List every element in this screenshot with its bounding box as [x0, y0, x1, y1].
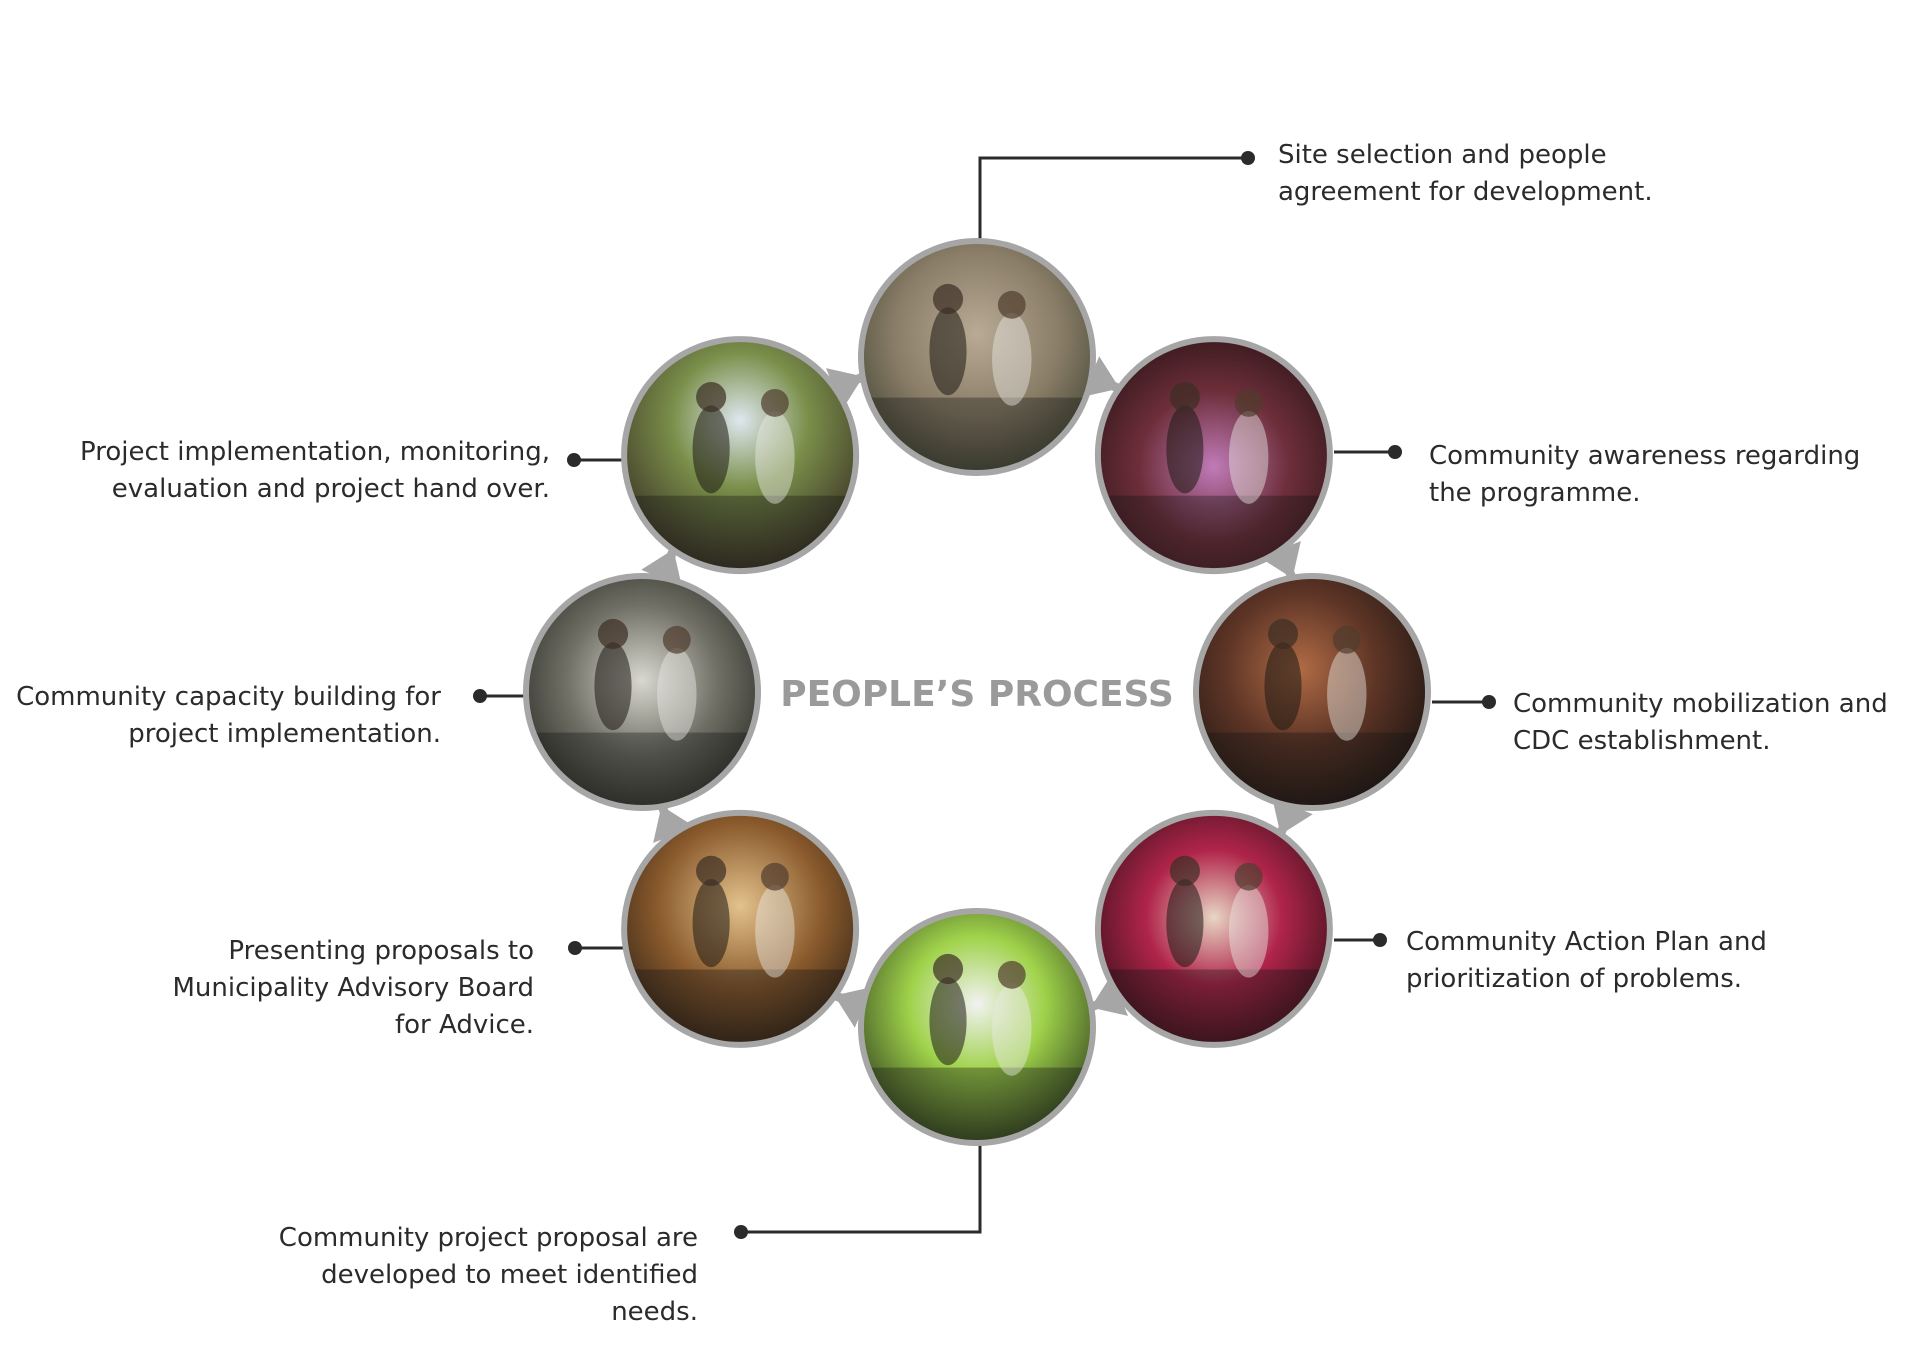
- step-label-site-selection: Site selection and people agreement for d…: [1278, 140, 1653, 207]
- step-label-line: Community mobilization and: [1513, 689, 1888, 719]
- step-label-line: developed to meet identified: [321, 1260, 698, 1290]
- step-label-line: Municipality Advisory Board: [172, 973, 534, 1003]
- ring-arrow-icon: [653, 805, 694, 844]
- step-label-line: evaluation and project hand over.: [112, 474, 550, 504]
- ring-arrow-icon: [825, 368, 864, 409]
- ring-arrow-icon: [1260, 540, 1301, 579]
- step-photo-community-awareness: [1094, 336, 1333, 575]
- step-label-line: Project implementation, monitoring,: [80, 437, 550, 467]
- connector-dot: [1373, 933, 1387, 947]
- center-title: PEOPLE’S PROCESS: [780, 674, 1174, 715]
- step-label-line: for Advice.: [395, 1010, 534, 1040]
- photo-frame: [621, 336, 860, 575]
- photo-frame: [1193, 573, 1431, 811]
- step-label-line: CDC establishment.: [1513, 726, 1771, 756]
- step-photos: [523, 238, 1431, 1146]
- connector-dot: [1241, 151, 1255, 165]
- connector-dot: [473, 689, 487, 703]
- photo-frame: [1094, 809, 1333, 1048]
- step-label-community-awareness: Community awareness regarding the program…: [1429, 441, 1860, 508]
- connector-line: [978, 156, 1248, 244]
- connector-dot: [734, 1225, 748, 1239]
- step-label-line: Site selection and people: [1278, 140, 1607, 170]
- step-label-project-proposal: Community project proposal are developed …: [279, 1223, 698, 1327]
- connector-dot: [1388, 445, 1402, 459]
- connector-dot: [1482, 695, 1496, 709]
- step-label-line: needs.: [611, 1297, 698, 1327]
- label-connectors: [473, 151, 1496, 1239]
- step-label-line: Community awareness regarding: [1429, 441, 1860, 471]
- step-photo-community-action-plan: [1094, 809, 1333, 1048]
- photo-frame: [858, 908, 1096, 1146]
- step-label-line: Community capacity building for: [16, 682, 441, 712]
- step-label-capacity-building: Community capacity building for project i…: [16, 682, 441, 749]
- photo-frame: [1094, 336, 1333, 575]
- step-photo-site-selection: [858, 238, 1096, 476]
- step-label-presenting-proposals: Presenting proposals to Municipality Advi…: [172, 936, 534, 1040]
- photo-frame: [621, 809, 860, 1048]
- step-photo-capacity-building: [523, 573, 761, 811]
- step-label-line: Community project proposal are: [279, 1223, 698, 1253]
- step-label-project-implementation: Project implementation, monitoring, evalu…: [80, 437, 550, 504]
- step-photo-project-proposal: [858, 908, 1096, 1146]
- step-label-line: agreement for development.: [1278, 177, 1653, 207]
- connector-dot: [568, 941, 582, 955]
- photo-frame: [858, 238, 1096, 476]
- step-photo-community-mobilization: [1193, 573, 1431, 811]
- step-label-line: Presenting proposals to: [228, 936, 534, 966]
- step-label-line: the programme.: [1429, 478, 1641, 508]
- ring-arrow-icon: [1090, 975, 1129, 1016]
- step-label-line: Community Action Plan and: [1406, 927, 1767, 957]
- step-labels: Site selection and people agreement for d…: [16, 140, 1888, 1327]
- step-label-line: project implementation.: [128, 719, 441, 749]
- step-label-community-action-plan: Community Action Plan and prioritization …: [1406, 927, 1767, 994]
- step-label-line: prioritization of problems.: [1406, 964, 1742, 994]
- photo-frame: [523, 573, 761, 811]
- step-photo-project-implementation: [621, 336, 860, 575]
- connector-dot: [567, 453, 581, 467]
- step-photo-presenting-proposals: [621, 809, 860, 1048]
- connector-line: [741, 1142, 982, 1234]
